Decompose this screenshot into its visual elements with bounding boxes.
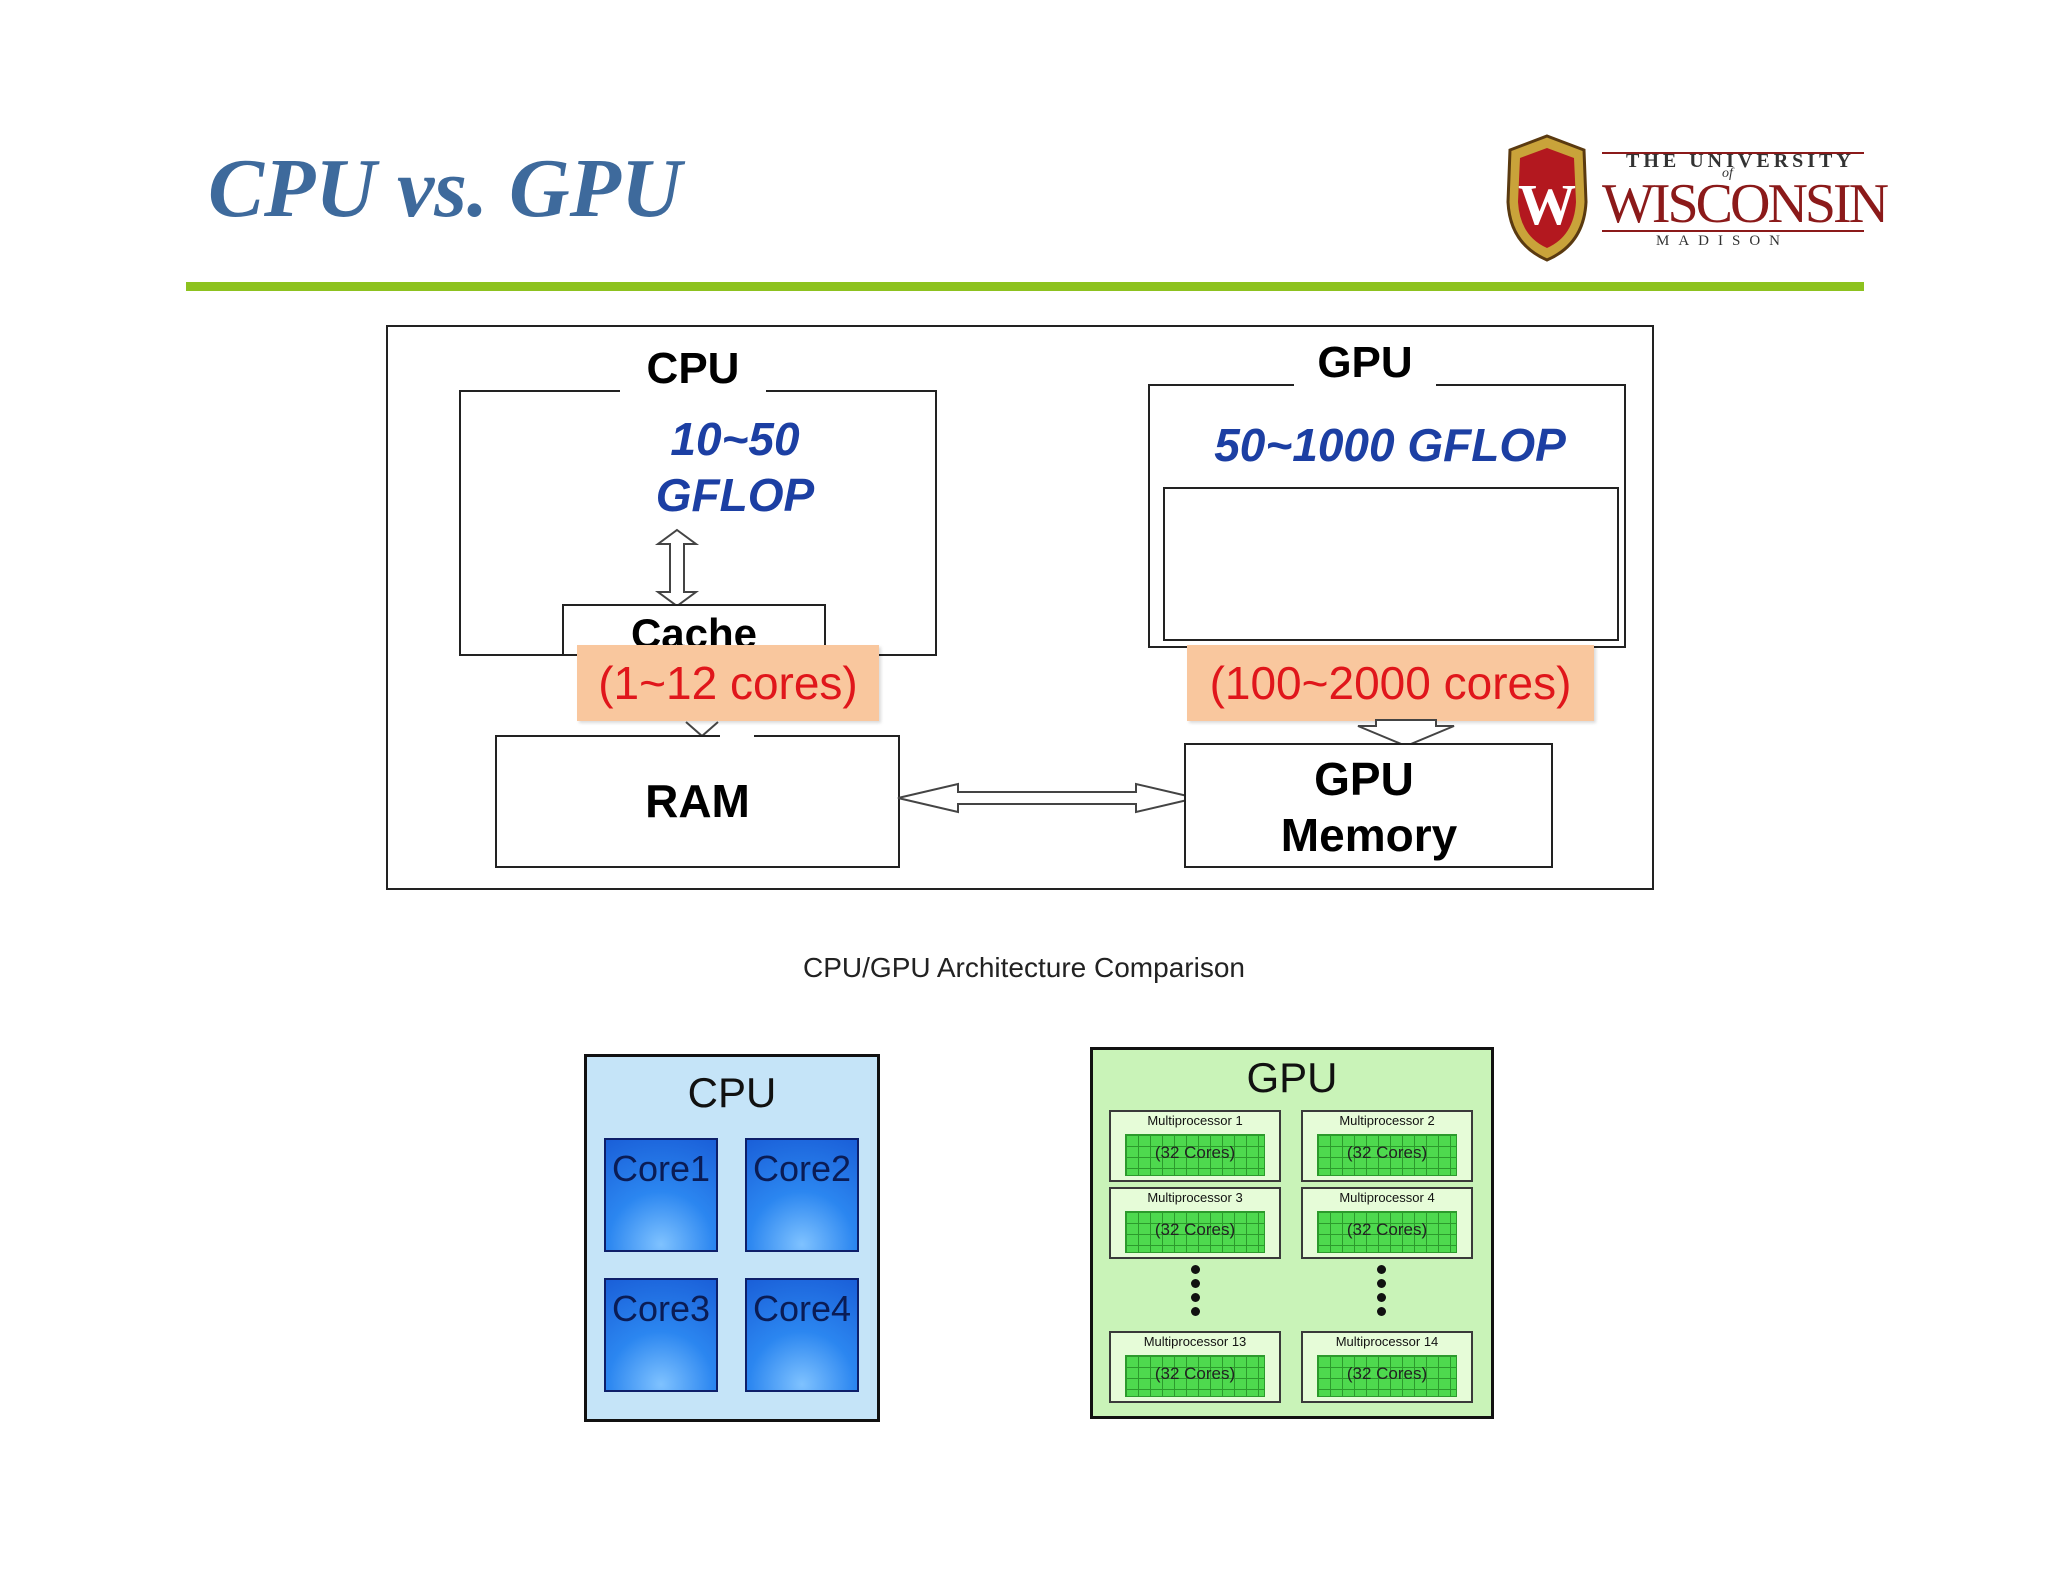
core-grid <box>1125 1134 1265 1176</box>
multiprocessor-cores: (32 Cores) <box>1154 1364 1236 1383</box>
architecture-diagram <box>386 325 1654 890</box>
diagram-caption: CPU/GPU Architecture Comparison <box>803 952 1245 983</box>
ellipsis-dot <box>1377 1279 1386 1288</box>
multiprocessor-name: Multiprocessor 2 <box>1339 1113 1435 1128</box>
core-cache-arrow <box>654 528 700 608</box>
cpu-gflop-unit: GFLOP <box>655 469 815 521</box>
ellipsis-dot <box>1377 1307 1386 1316</box>
gpu-memory-label-line1: GPU <box>1314 753 1414 805</box>
multiprocessor-name: Multiprocessor 13 <box>1143 1334 1247 1349</box>
multiprocessor-cores: (32 Cores) <box>1346 1364 1428 1383</box>
multiprocessor-cores: (32 Cores) <box>1154 1220 1236 1239</box>
ellipsis-dot <box>1191 1279 1200 1288</box>
multiprocessor-cores: (32 Cores) <box>1346 1220 1428 1239</box>
cpu-panel-title: CPU <box>687 1069 777 1116</box>
multiprocessor-13: Multiprocessor 13 (32 Cores) <box>1109 1331 1281 1403</box>
multiprocessor-14: Multiprocessor 14 (32 Cores) <box>1301 1331 1473 1403</box>
logo-line-university: THE UNIVERSITY <box>1626 150 1855 172</box>
ram-gpu-memory-arrow <box>897 782 1197 814</box>
cpu-core-3: Core3 <box>604 1278 718 1392</box>
ellipsis-dot <box>1191 1265 1200 1274</box>
gpu-panel-title: GPU <box>1246 1054 1338 1101</box>
ellipsis-dot <box>1377 1293 1386 1302</box>
title-divider <box>186 282 1864 291</box>
cpu-core-4: Core4 <box>745 1278 859 1392</box>
ellipsis-dot <box>1191 1307 1200 1316</box>
core-grid <box>1317 1134 1457 1176</box>
core-grid <box>1125 1355 1265 1397</box>
core-grid <box>1317 1211 1457 1253</box>
multiprocessor-name: Multiprocessor 3 <box>1147 1190 1243 1205</box>
gpu-core-area <box>1163 487 1619 641</box>
multiprocessor-name: Multiprocessor 4 <box>1339 1190 1435 1205</box>
cpu-core-2: Core2 <box>745 1138 859 1252</box>
multiprocessor-4: Multiprocessor 4 (32 Cores) <box>1301 1187 1473 1259</box>
gpu-memory-box <box>1184 743 1553 868</box>
cpu-cores-panel: CPU Core1 Core2 Core3 Core4 <box>584 1054 880 1422</box>
multiprocessor-cores: (32 Cores) <box>1346 1143 1428 1162</box>
gpu-memory-arrow <box>1357 719 1455 748</box>
gpu-memory-label-line2: Memory <box>1280 809 1458 861</box>
gpu-cores-tag: (100~2000 cores) <box>1187 645 1594 721</box>
ellipsis-dot <box>1377 1265 1386 1274</box>
crest-icon: W <box>1506 134 1588 262</box>
ram-box <box>495 735 900 868</box>
svg-text:W: W <box>1518 172 1576 237</box>
cpu-gflop-value: 10~50 <box>670 413 800 465</box>
multiprocessor-3: Multiprocessor 3 (32 Cores) <box>1109 1187 1281 1259</box>
multiprocessor-name: Multiprocessor 1 <box>1147 1113 1243 1128</box>
cpu-cores-tag: (1~12 cores) <box>577 645 879 721</box>
cpu-label: CPU <box>646 344 740 393</box>
core-grid <box>1125 1211 1265 1253</box>
logo-line-madison: MADISON <box>1656 233 1790 249</box>
logo-line-of: of <box>1722 166 1733 181</box>
cpu-core-1: Core1 <box>604 1138 718 1252</box>
gpu-cores-panel: GPU Multiprocessor 1 (32 Cores) Multipro… <box>1090 1047 1494 1419</box>
gpu-label: GPU <box>1317 338 1413 387</box>
multiprocessor-2: Multiprocessor 2 (32 Cores) <box>1301 1110 1473 1182</box>
logo-line-wisconsin: WISCONSIN <box>1602 173 1889 235</box>
gpu-gflop: 50~1000 GFLOP <box>1214 419 1566 471</box>
ellipsis-dot <box>1191 1293 1200 1302</box>
multiprocessor-name: Multiprocessor 14 <box>1335 1334 1439 1349</box>
core-grid <box>1317 1355 1457 1397</box>
multiprocessor-1: Multiprocessor 1 (32 Cores) <box>1109 1110 1281 1182</box>
multiprocessor-cores: (32 Cores) <box>1154 1143 1236 1162</box>
ram-label: RAM <box>645 775 750 827</box>
slide-title: CPU vs. GPU <box>208 142 682 235</box>
university-logo: W THE UNIVERSITY of WISCONSIN MADISON <box>1500 128 1889 268</box>
